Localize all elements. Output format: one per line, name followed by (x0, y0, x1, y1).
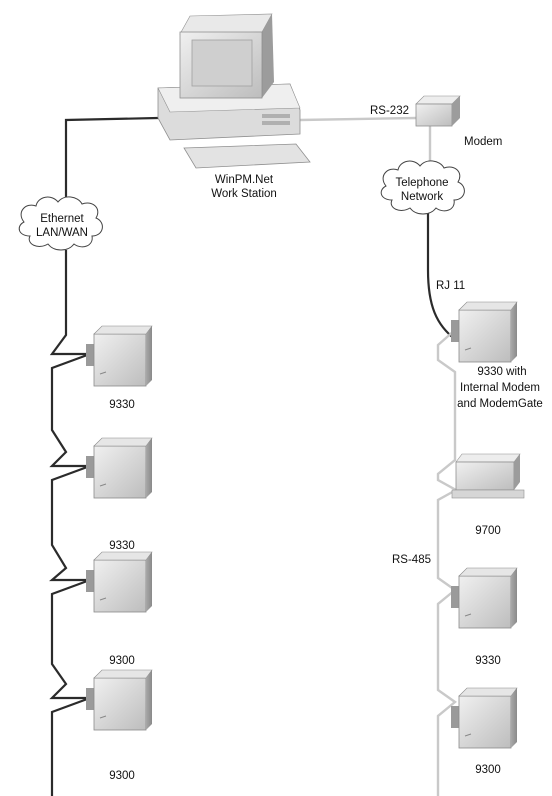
left-meter-3 (85, 551, 153, 613)
workstation-computer (157, 13, 311, 169)
right-meter-9330-label: 9330 (475, 655, 501, 667)
rs232-label: RS-232 (370, 105, 409, 117)
right-9700-meter (451, 453, 525, 499)
left-meter-4-label: 9300 (109, 770, 135, 782)
gateway-label-line3: and ModemGate (457, 398, 543, 410)
ethernet-uplink-wire (64, 116, 159, 205)
left-meter-4 (85, 669, 153, 731)
rj11-label: RJ 11 (436, 280, 465, 292)
left-meter-2-label: 9330 (109, 540, 135, 552)
left-meter-3-label: 9300 (109, 655, 135, 667)
ethernet-chain-wire (49, 250, 91, 796)
workstation-label-line1: WinPM.Net (215, 174, 274, 186)
left-meter-1 (85, 325, 153, 387)
wires (49, 116, 459, 796)
workstation-label-line2: Work Station (211, 188, 277, 200)
right-meter-9330 (450, 567, 518, 629)
modem-label: Modem (464, 136, 502, 148)
modem-device (415, 95, 461, 127)
telephone-cloud-line2: Network (401, 191, 443, 203)
ethernet-cloud (18, 196, 103, 251)
right-meter-9300-label: 9300 (475, 764, 501, 776)
telephone-network-cloud (380, 160, 465, 215)
gateway-label-line2: Internal Modem (460, 382, 540, 394)
telephone-cloud-line1: Telephone (395, 177, 448, 189)
ethernet-cloud-line1: Ethernet (40, 213, 84, 225)
rs485-chain-wire (436, 329, 459, 796)
right-meter-9300 (450, 687, 518, 749)
ethernet-cloud-line2: LAN/WAN (36, 227, 88, 239)
gateway-label-line1: 9330 with (477, 366, 526, 378)
left-meter-1-label: 9330 (109, 399, 135, 411)
right-9700-label: 9700 (475, 525, 501, 537)
right-gateway-meter (450, 301, 518, 363)
left-meter-2 (85, 437, 153, 499)
rs232-wire (299, 116, 417, 122)
rs485-label: RS-485 (392, 554, 431, 566)
